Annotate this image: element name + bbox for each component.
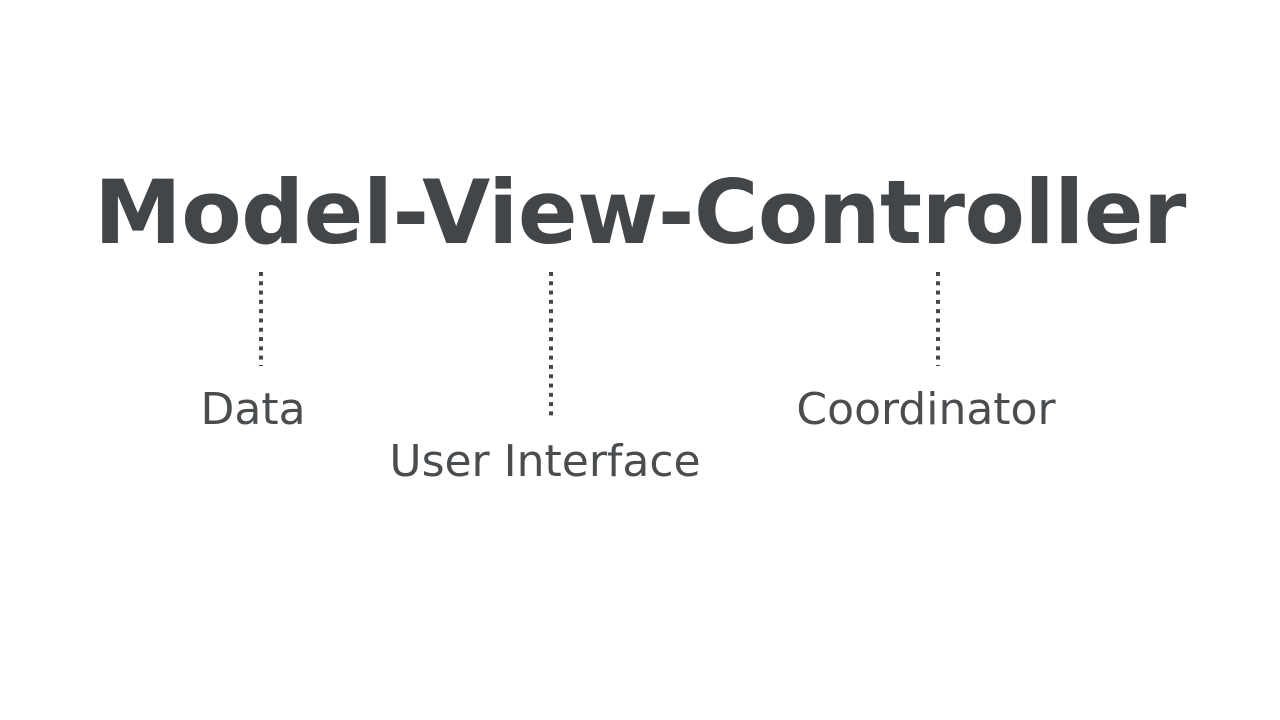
- branch-label-model: Data: [200, 384, 306, 435]
- dotted-connector-model: [259, 272, 263, 366]
- branch-label-controller: Coordinator: [796, 384, 1056, 435]
- dotted-connector-view: [549, 272, 553, 418]
- page-title: Model-View-Controller: [94, 161, 1186, 264]
- dotted-connector-controller: [936, 272, 940, 366]
- branch-label-view: User Interface: [389, 436, 701, 487]
